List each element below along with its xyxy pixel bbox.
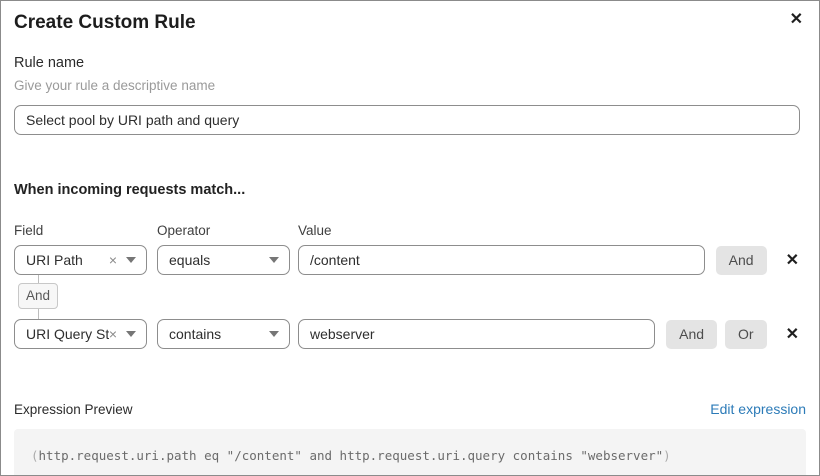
dialog-header: Create Custom Rule ✕ — [14, 10, 806, 35]
matcher-heading: When incoming requests match... — [14, 182, 246, 198]
field-select-2-value: URI Query St... — [26, 326, 109, 342]
chevron-down-icon[interactable] — [269, 331, 279, 337]
value-input-1[interactable] — [298, 245, 705, 275]
value-input-2[interactable] — [298, 319, 656, 349]
expression-close-paren: ) — [663, 447, 671, 463]
expression-preview-label: Expression Preview — [14, 401, 133, 417]
operator-select-2-value: contains — [169, 326, 222, 342]
operator-select-1-value: equals — [169, 252, 211, 268]
chevron-down-icon[interactable] — [126, 257, 136, 263]
expression-preview-header: Expression Preview Edit expression — [14, 401, 806, 417]
remove-row-icon[interactable]: ✕ — [785, 252, 799, 269]
rule-name-hint: Give your rule a descriptive name — [14, 78, 216, 93]
match-row-1: URI Path × equals And ✕ — [14, 245, 806, 275]
field-column-label: Field — [14, 223, 44, 238]
and-button-row-1[interactable]: And — [715, 245, 767, 275]
rule-name-label: Rule name — [14, 55, 85, 71]
operator-select-2[interactable]: contains — [157, 319, 290, 349]
row-connector: And — [18, 275, 58, 319]
operator-select-1[interactable]: equals — [157, 245, 290, 275]
dialog-title: Create Custom Rule — [14, 12, 196, 33]
or-button-row-2[interactable]: Or — [725, 319, 767, 349]
clear-icon[interactable]: × — [108, 326, 117, 342]
rule-name-input[interactable] — [14, 105, 800, 135]
edit-expression-link[interactable]: Edit expression — [710, 401, 806, 417]
expression-body: http.request.uri.path eq "/content" and … — [38, 447, 664, 463]
chevron-down-icon[interactable] — [126, 331, 136, 337]
chevron-down-icon[interactable] — [269, 257, 279, 263]
field-select-1[interactable]: URI Path × — [14, 245, 147, 275]
expression-open-paren: ( — [31, 447, 39, 463]
connector-line — [37, 309, 39, 319]
and-button-row-2[interactable]: And — [666, 319, 718, 349]
field-select-2[interactable]: URI Query St... × — [14, 319, 147, 349]
matcher-column-labels: Field Operator Value — [14, 223, 806, 238]
field-select-1-value: URI Path — [26, 252, 83, 268]
connector-and-badge: And — [18, 283, 58, 309]
value-column-label: Value — [298, 223, 332, 238]
close-icon[interactable]: ✕ — [789, 11, 803, 28]
match-row-2: URI Query St... × contains And Or ✕ — [14, 319, 806, 349]
remove-row-icon[interactable]: ✕ — [785, 326, 799, 343]
clear-icon[interactable]: × — [108, 252, 117, 268]
expression-code-block: (http.request.uri.path eq "/content" and… — [14, 429, 806, 475]
operator-column-label: Operator — [157, 223, 211, 238]
connector-line — [37, 275, 39, 283]
